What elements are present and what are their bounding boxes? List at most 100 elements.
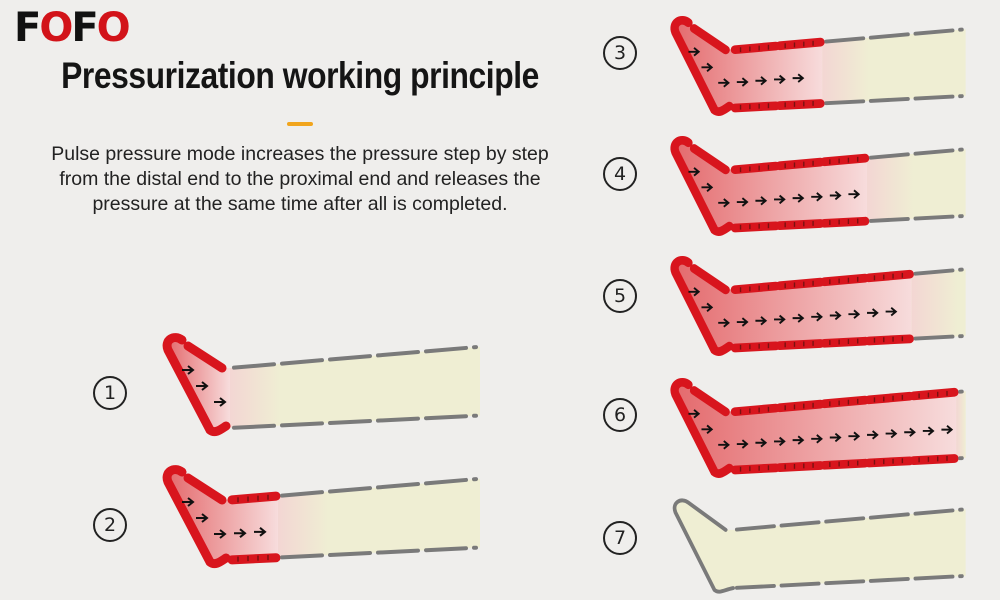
arrow-right-icon [774,436,786,447]
leg-outline-bottom [328,419,372,425]
arrow-right-icon [182,365,195,375]
step-number: 5 [603,279,637,313]
foot-chamber-top [689,144,730,175]
leg-step-2 [162,465,480,569]
arrow-right-icon [196,513,209,523]
leg-outline-top [913,148,955,156]
leg-body [674,500,966,592]
description-line: Pulse pressure mode increases the pressu… [51,143,549,165]
arrow-right-icon [867,308,879,318]
leg-outline-bottom [280,553,324,560]
pressure-fade [822,37,869,104]
leg-outline-bottom [868,217,910,223]
arrow-right-icon [718,198,730,208]
leg-outline-top [424,477,468,486]
arrow-right-icon [904,427,916,437]
foot-chamber-outer [670,256,734,356]
leg-outline-top [824,516,866,524]
foot-chamber-outer [162,465,231,569]
step-number: 1 [93,376,127,410]
arrow-right-icon [774,74,786,85]
arrow-right-icon [848,309,861,319]
arrow-right-icon [701,62,714,72]
leg-outline-bottom [824,99,866,106]
description: Pulse pressure mode increases the pressu… [0,142,600,217]
arrow-right-icon [736,197,749,207]
foot-chamber-top [689,24,730,55]
leg-step-6 [670,378,966,478]
arrow-right-icon [718,78,730,88]
page-title: Pressurization working principle [61,55,539,96]
arrow-right-icon [792,73,805,83]
arrow-right-icon [234,528,247,538]
leg-outline-bottom [280,421,324,428]
arrow-right-icon [214,529,227,539]
leg-outline-top [328,486,372,494]
leg-outline-top [913,268,955,276]
foot-outline [672,498,735,594]
arrow-right-icon [811,192,823,202]
leg-outline-top [328,354,372,362]
arrow-right-icon [755,438,768,448]
arrow-right-icon [792,435,805,445]
arrow-right-icon [811,312,823,322]
foot-chamber-top [689,386,730,417]
description-line: from the distal end to the proximal end … [59,168,541,190]
foot-chamber-top [183,473,227,505]
leg-outline-top [913,28,955,36]
leg-outline-top [376,350,420,358]
leg-outline-top [913,508,955,516]
leg-outline-top [868,152,910,160]
leg-outline-top [424,345,468,354]
arrow-right-icon [848,189,861,199]
step-number: 6 [603,398,637,432]
step-number: 7 [603,521,637,555]
leg-outline-bottom [913,94,955,101]
pressure-fade [911,269,959,339]
step-number: 3 [603,36,637,70]
arrow-right-icon [701,182,714,192]
arrow-right-icon [688,409,701,419]
arrow-right-icon [941,425,954,435]
arrow-right-icon [688,167,701,177]
arrow-right-icon [755,196,768,206]
foot-chamber-outer [670,136,734,236]
description-line: pressure at the same time after all is c… [92,193,508,215]
arrow-right-icon [254,527,267,537]
brand-logo: FOFO [14,5,131,51]
leg-outline-bottom [424,414,468,421]
arrow-right-icon [867,430,879,440]
leg-outline-bottom [913,214,955,221]
leg-outline-bottom [913,574,955,581]
arrow-right-icon [736,77,749,87]
leg-outline-bottom [913,334,955,341]
arrow-right-icon [736,439,749,449]
arrow-right-icon [688,287,701,297]
pressure-fade [956,391,966,459]
foot-chamber-outer [162,333,231,437]
leg-outline-bottom [734,583,776,590]
arrow-right-icon [774,194,786,205]
arrow-right-icon [922,426,935,436]
pressure-fade [278,491,328,558]
arrow-right-icon [214,397,227,407]
foot-chamber-outer [670,16,734,116]
leg-outline-top [824,36,866,44]
leg-outline-top [868,512,910,520]
leg-outline-bottom [779,581,821,588]
leg-step-4 [670,136,966,236]
title-accent-bar [287,122,313,126]
pressure-fade [230,363,280,428]
leg-outline-top [734,524,776,532]
arrow-right-icon [755,316,768,326]
pressure-zone [167,469,278,564]
step-number: 2 [93,508,127,542]
arrow-right-icon [718,318,730,328]
pressure-zone [167,337,230,432]
leg-outline-top [779,520,821,528]
arrow-right-icon [848,431,861,441]
arrow-right-icon [701,302,714,312]
leg-outline-top [232,362,276,370]
step-number: 4 [603,157,637,191]
